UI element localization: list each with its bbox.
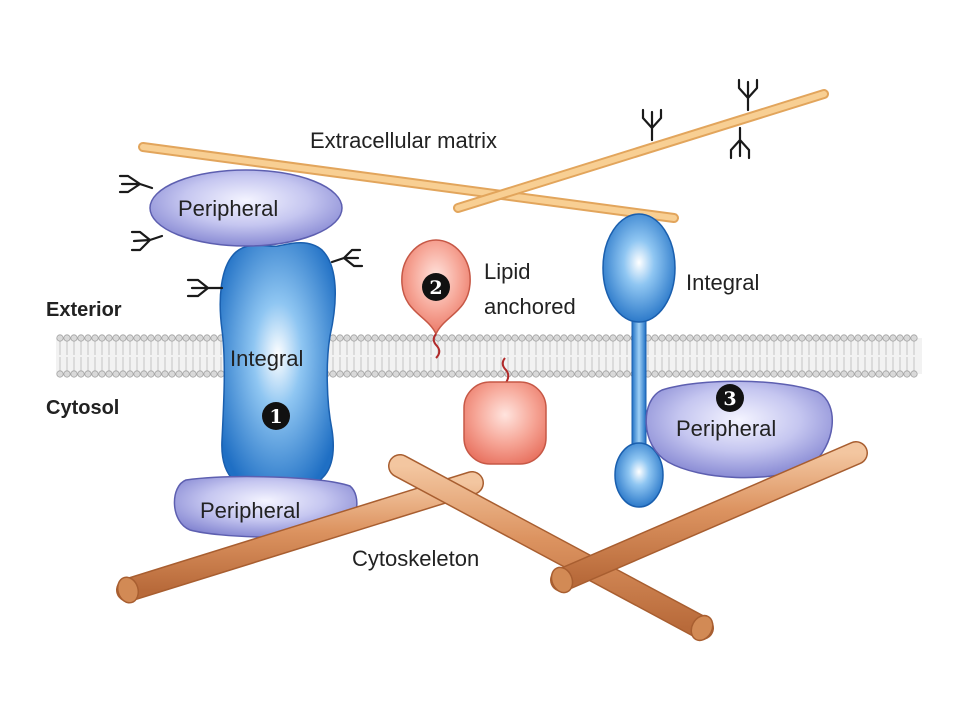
matrix-sugar-chains: [641, 78, 759, 160]
sugar-chain-icon: [641, 108, 663, 142]
label-exterior: Exterior: [46, 299, 122, 321]
sugar-chain-icon: [737, 78, 759, 112]
lipid-anchor-tail: [501, 357, 510, 385]
marker-2: 2: [422, 273, 450, 301]
integral-protein-3-bottom: [614, 442, 664, 508]
sugar-chain-icon: [186, 278, 224, 298]
integral-protein-3: [602, 213, 676, 508]
sugar-chain-icon: [118, 174, 154, 194]
sugar-chain-icon: [729, 126, 751, 160]
marker-3: 3: [716, 384, 744, 412]
label-peripheral-top: Peripheral: [178, 196, 278, 221]
svg-text:2: 2: [429, 277, 442, 299]
label-peripheral-3: Peripheral: [676, 416, 776, 441]
label-anchored: anchored: [484, 294, 576, 319]
cytoskeleton-rod-right: [550, 441, 868, 594]
svg-text:3: 3: [723, 388, 736, 410]
integral-protein-1-body: [219, 242, 336, 493]
integral-protein-3-stalk: [631, 317, 647, 455]
cytoskeleton-rod-cross: [388, 454, 714, 642]
peripheral-protein-top: [149, 169, 343, 247]
marker-1: 1: [262, 402, 290, 430]
label-cytosol: Cytosol: [46, 397, 119, 419]
label-integral-3: Integral: [686, 270, 759, 295]
sugar-chain-icon: [130, 230, 164, 252]
sugar-chain-icon: [330, 248, 364, 268]
label-extracellular-matrix: Extracellular matrix: [310, 128, 497, 153]
cytoskeleton: [116, 441, 868, 642]
label-integral-1: Integral: [230, 346, 303, 371]
protein1-sugar-chains: [118, 174, 364, 298]
lipid-anchored-protein-inner: [463, 357, 547, 465]
integral-protein-3-top: [602, 213, 676, 323]
lipid-anchor-tail: [432, 333, 441, 359]
label-lipid: Lipid: [484, 259, 530, 284]
lipid-bilayer: [56, 334, 922, 378]
extracellular-matrix-fibers: [138, 89, 829, 223]
svg-text:1: 1: [269, 406, 282, 428]
label-cytoskeleton: Cytoskeleton: [352, 546, 479, 571]
integral-protein-1: [219, 242, 336, 493]
cytoskeleton-rod-left: [116, 471, 484, 604]
label-peripheral-bottom: Peripheral: [200, 498, 300, 523]
